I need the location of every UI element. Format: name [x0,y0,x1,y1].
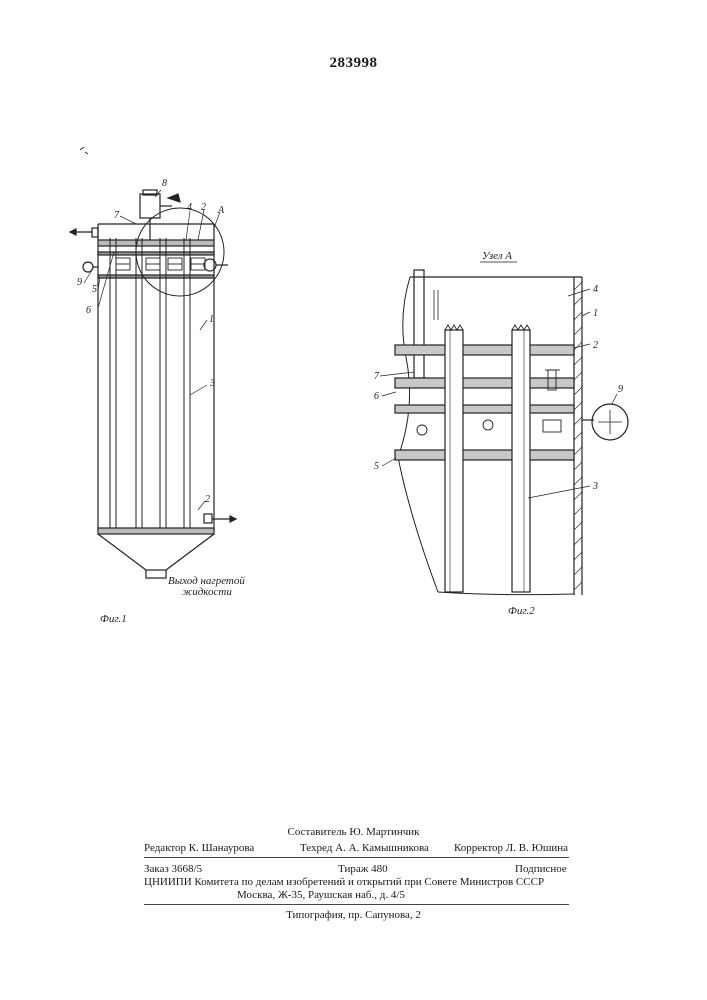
footer-rule-top [144,857,569,858]
svg-text:2: 2 [201,202,206,213]
organization: ЦНИИПИ Комитета по делам изобретений и о… [144,876,544,888]
svg-text:5: 5 [374,461,379,472]
fig1-outlet-label-2: жидкости [182,586,232,598]
svg-text:1: 1 [593,308,598,319]
svg-text:2: 2 [593,340,598,351]
svg-text:А: А [217,205,225,216]
order: Заказ 3668/5 [144,863,202,875]
svg-text:9: 9 [77,277,82,288]
svg-text:3: 3 [592,481,598,492]
svg-text:6: 6 [86,305,91,316]
compiler: Составитель Ю. Мартинчик [287,826,419,838]
fig1-caption: Фиг.1 [100,613,127,625]
compiler-line: Составитель Ю. Мартинчик [0,826,707,838]
footer-rule-bottom [144,904,569,905]
svg-text:4: 4 [187,202,192,213]
printing-line: Типография, пр. Сапунова, 2 [0,909,707,921]
printing: Типография, пр. Сапунова, 2 [286,909,421,921]
svg-text:5: 5 [92,284,97,295]
svg-text:6: 6 [374,391,379,402]
editor: Редактор К. Шанаурова [144,842,254,854]
figure-2-labels: Узел А 4 1 2 7 6 5 9 3 Фиг.2 [374,250,623,617]
techred: Техред А. А. Камышникова [300,842,429,854]
signed: Подписное [515,863,567,875]
svg-text:9: 9 [618,384,623,395]
figure-1-drawing [70,147,236,578]
corrector: Корректор Л. В. Юшина [454,842,568,854]
figure-2-drawing [380,262,628,595]
svg-text:2: 2 [205,494,210,505]
svg-text:8: 8 [162,178,167,189]
circulation: Тираж 480 [338,863,388,875]
svg-text:7: 7 [374,371,380,382]
svg-text:3: 3 [209,378,215,389]
fig2-title: Узел А [482,250,512,262]
svg-text:4: 4 [593,284,598,295]
fig2-caption: Фиг.2 [508,605,535,617]
address: Москва, Ж-35, Раушская наб., д. 4/5 [237,889,405,901]
svg-text:1: 1 [209,314,214,325]
svg-text:7: 7 [114,210,120,221]
